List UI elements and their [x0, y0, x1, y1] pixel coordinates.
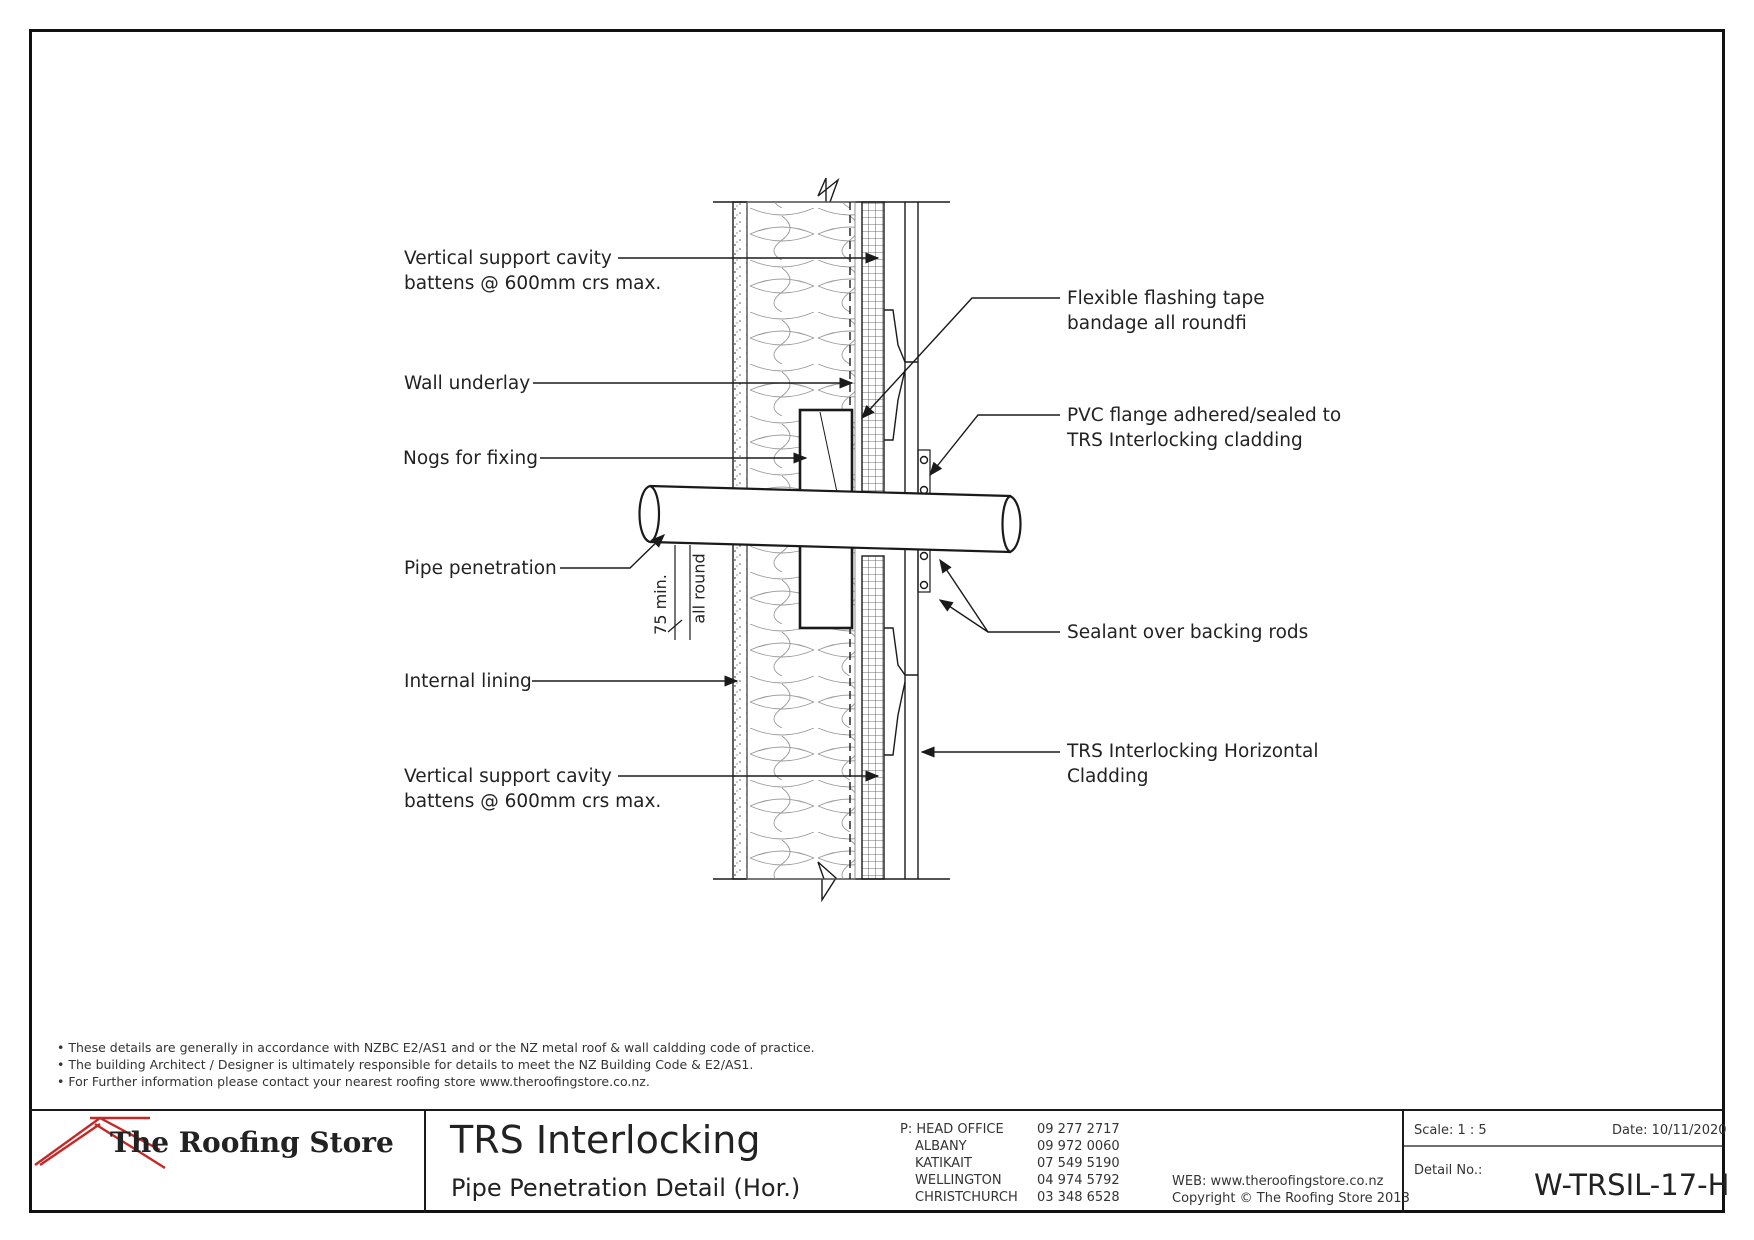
- office-name: KATIKAIT: [915, 1156, 972, 1171]
- pvc-flange-lower: [917, 547, 931, 593]
- date: Date: 10/11/2020: [1612, 1123, 1727, 1138]
- office-phone: 09 972 0060: [1037, 1139, 1120, 1154]
- office-phones: 09 277 2717 09 972 0060 07 549 5190 04 9…: [1037, 1121, 1120, 1206]
- office-list: P: HEAD OFFICE ALBANY KATIKAIT WELLINGTO…: [900, 1121, 1018, 1206]
- nog-upper: [798, 408, 854, 497]
- scale: Scale: 1 : 5: [1414, 1123, 1487, 1138]
- company-name: The Roofing Store: [110, 1126, 394, 1159]
- cavity-batten-upper: [861, 201, 885, 498]
- cavity-batten-lower: [861, 555, 885, 880]
- dimension-75-min: 75 min.: [650, 574, 670, 635]
- label-pvc-flange: PVC flange adhered/sealed to TRS Interlo…: [1067, 405, 1342, 451]
- web-address[interactable]: WEB: www.theroofingstore.co.nz: [1172, 1174, 1384, 1189]
- roofing-store-logo: [34, 1116, 166, 1170]
- drawing-frame: [29, 29, 1725, 1213]
- detail-number: W-TRSIL-17-H: [1534, 1168, 1730, 1202]
- label-nogs: Nogs for fixing: [403, 448, 538, 469]
- office-name: WELLINGTON: [915, 1173, 1002, 1188]
- detail-no-label: Detail No.:: [1414, 1163, 1483, 1178]
- label-flashing-tape: Flexible flashing tape bandage all round…: [1067, 288, 1265, 334]
- office-phone: 03 348 6528: [1037, 1190, 1120, 1205]
- label-sealant: Sealant over backing rods: [1067, 622, 1309, 643]
- label-cladding: TRS Interlocking Horizontal Cladding: [1067, 741, 1319, 787]
- label-wall-underlay: Wall underlay: [404, 373, 531, 394]
- nog-lower: [798, 538, 854, 630]
- internal-lining-lower: [732, 539, 748, 880]
- label-internal-lining: Internal lining: [404, 671, 532, 692]
- dimension-all-round: all round: [689, 553, 709, 624]
- label-battens-top: Vertical support cavity battens @ 600mm …: [404, 248, 662, 294]
- label-pipe-penetration: Pipe penetration: [404, 558, 557, 579]
- office-phone: 09 277 2717: [1037, 1122, 1120, 1137]
- copyright: Copyright © The Roofing Store 2013: [1172, 1191, 1410, 1206]
- note-3: • For Further information please contact…: [57, 1074, 650, 1089]
- pipe: [649, 484, 1012, 554]
- office-name: ALBANY: [915, 1139, 967, 1154]
- office-name: P: HEAD OFFICE: [900, 1122, 1004, 1137]
- office-phone: 07 549 5190: [1037, 1156, 1120, 1171]
- internal-lining-upper: [732, 201, 748, 497]
- drawing-title: TRS Interlocking: [450, 1118, 761, 1162]
- note-2: • The building Architect / Designer is u…: [57, 1057, 754, 1072]
- office-phone: 04 974 5792: [1037, 1173, 1120, 1188]
- office-name: CHRISTCHURCH: [915, 1190, 1018, 1205]
- note-1: • These details are generally in accorda…: [57, 1040, 815, 1055]
- label-battens-bottom: Vertical support cavity battens @ 600mm …: [404, 766, 662, 812]
- drawing-subtitle: Pipe Penetration Detail (Hor.): [451, 1174, 801, 1202]
